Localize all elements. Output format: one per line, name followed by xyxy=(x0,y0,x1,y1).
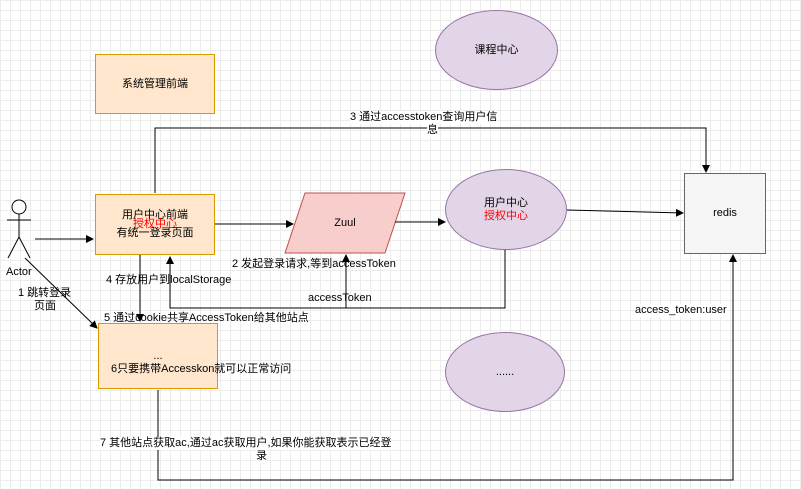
uc-frontend-subtitle: 有统一登录页面 xyxy=(116,227,194,239)
zuul-label: Zuul xyxy=(334,216,356,229)
step3-label-line2: 息 xyxy=(427,124,438,137)
admin-frontend-node[interactable]: 系统管理前端 xyxy=(95,54,215,114)
actor-label: Actor xyxy=(6,266,32,278)
user-center-label: 用户中心 xyxy=(484,196,528,209)
edge-user-center-return-token xyxy=(166,250,506,309)
course-center-label: 课程中心 xyxy=(474,43,519,56)
uc-frontend-title: 用户中心前端 xyxy=(122,209,188,221)
step2-label: 2 发起登录请求,等到accessToken xyxy=(232,258,396,270)
other-site-node[interactable]: ... xyxy=(98,323,218,389)
step4-label: 4 存放用户到localStorage xyxy=(106,274,232,286)
user-center-node[interactable]: 用户中心 授权中心 xyxy=(445,169,567,250)
step7-label-line2: 录 xyxy=(256,450,267,463)
access-token-label: accessToken xyxy=(308,292,372,304)
admin-frontend-label: 系统管理前端 xyxy=(122,77,188,90)
edge-actor-to-other-site xyxy=(24,257,98,329)
step5-label: 5 通过cookie共享AccessToken给其他站点 xyxy=(104,312,309,324)
course-center-node[interactable]: 课程中心 xyxy=(435,10,558,90)
other-site-text: 6只要携带Accesskon就可以正常访问 xyxy=(111,363,292,375)
step1-label-line1: 1 跳转登录 xyxy=(18,287,72,299)
step7-label-line1: 7 其他站点获取ac,通过ac获取用户,如果你能获取表示已经登 xyxy=(100,437,392,450)
redis-node[interactable]: redis xyxy=(684,173,766,254)
uc-frontend-auth-overlay: 授权中心 xyxy=(133,218,177,230)
step1-label-line2: 页面 xyxy=(34,300,56,312)
uc-frontend-node[interactable]: 用户中心前端 授权中心 有统一登录页面 xyxy=(95,194,215,255)
actor-figure xyxy=(7,199,31,259)
more-sites-label: ...... xyxy=(495,365,515,378)
auth-center-label: 授权中心 xyxy=(484,209,528,222)
access-token-user-label: access_token:user xyxy=(635,304,727,317)
redis-label: redis xyxy=(713,207,737,219)
edge-other-site-to-redis xyxy=(157,254,737,481)
zuul-node-shape[interactable] xyxy=(284,192,406,254)
edge-uc-frontend-to-redis-query xyxy=(154,127,710,193)
zuul-node[interactable]: Zuul xyxy=(305,193,385,253)
edge-user-center-to-redis xyxy=(566,208,684,217)
other-site-dots: ... xyxy=(153,349,163,362)
step3-label-line1: 3 通过accesstoken查询用户信 xyxy=(350,111,498,124)
more-sites-node[interactable]: ...... xyxy=(445,332,565,412)
